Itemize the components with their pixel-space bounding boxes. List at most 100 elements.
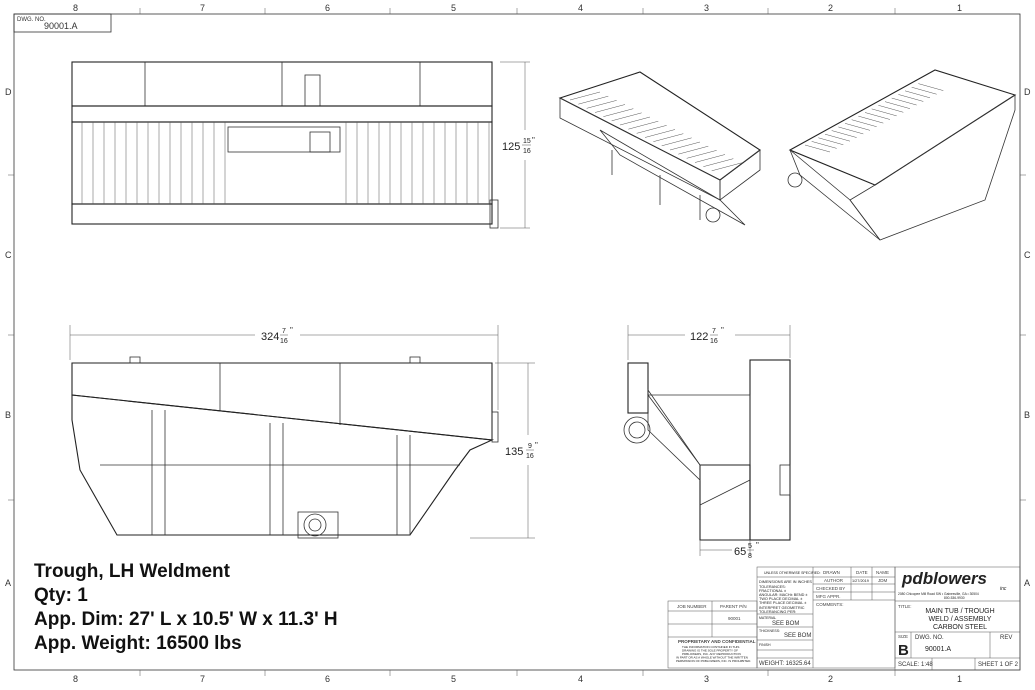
svg-text:TOLERANCES:: TOLERANCES:: [759, 585, 786, 589]
svg-text:TOLERANCING PER:: TOLERANCING PER:: [759, 610, 796, 614]
drawing-line: [653, 133, 684, 142]
svg-text:UNLESS OTHERWISE SPECIFIED:: UNLESS OTHERWISE SPECIFIED:: [764, 571, 821, 575]
svg-text:2: 2: [828, 674, 833, 684]
svg-text:CHECKED BY: CHECKED BY: [816, 586, 845, 591]
svg-text:125: 125: [502, 141, 520, 153]
svg-text:DATE: DATE: [856, 570, 868, 575]
svg-text:DWG. NO.: DWG. NO.: [915, 635, 944, 641]
svg-text:DIMENSIONS ARE IN INCHES: DIMENSIONS ARE IN INCHES: [759, 580, 812, 584]
svg-text:B: B: [1024, 410, 1030, 420]
svg-text:16: 16: [523, 148, 531, 155]
svg-text:JOB NUMBER: JOB NUMBER: [677, 604, 707, 609]
svg-text:MAIN TUB / TROUGH: MAIN TUB / TROUGH: [925, 608, 994, 615]
drawing-line: [686, 150, 717, 159]
drawing-line: [694, 154, 726, 163]
drawing-line: [569, 91, 601, 101]
svg-text:C: C: [1024, 250, 1031, 260]
svg-text:": ": [290, 326, 293, 335]
drawing-line: [824, 133, 851, 142]
svg-text:65: 65: [734, 546, 746, 558]
svg-text:3: 3: [704, 3, 709, 13]
svg-text:3: 3: [704, 674, 709, 684]
svg-text:PERMISSION OF PDBLOWERS, INC.: PERMISSION OF PDBLOWERS, INC. IS PROHIBI…: [676, 659, 751, 663]
svg-text:90001: 90001: [728, 616, 741, 621]
svg-text:": ": [535, 441, 538, 450]
svg-text:8: 8: [73, 674, 78, 684]
dim-side-length: 324 7 16 ": [69, 325, 499, 410]
isometric-view-2: [787, 69, 1017, 241]
svg-text:1/27/2019: 1/27/2019: [852, 579, 869, 583]
svg-text:122: 122: [690, 331, 708, 343]
svg-text:7: 7: [200, 3, 205, 13]
svg-text:": ": [756, 541, 759, 550]
drawing-line: [891, 97, 917, 106]
drawing-line: [628, 120, 659, 130]
drawing-line: [619, 116, 651, 126]
svg-text:B: B: [5, 410, 11, 420]
svg-text:A: A: [5, 578, 11, 588]
svg-text:4: 4: [578, 3, 583, 13]
drawing-line: [818, 137, 844, 146]
drawing-line: [904, 90, 931, 99]
svg-text:324: 324: [261, 331, 279, 343]
svg-text:SCALE: 1:48: SCALE: 1:48: [898, 662, 933, 668]
svg-text:800-536-9930: 800-536-9930: [944, 596, 965, 600]
svg-text:TITLE:: TITLE:: [898, 604, 912, 609]
corner-dwg-box: [13, 13, 112, 33]
drawing-line: [911, 86, 937, 95]
svg-text:COMMENTS:: COMMENTS:: [816, 602, 844, 607]
svg-text:MFG APPR.: MFG APPR.: [816, 594, 841, 599]
svg-text:THICKNESS:: THICKNESS:: [759, 629, 780, 633]
svg-text:DRAWN: DRAWN: [823, 570, 840, 575]
svg-text:8: 8: [748, 553, 752, 560]
svg-text:inc: inc: [1000, 586, 1007, 592]
svg-text:FRACTIONAL ±: FRACTIONAL ±: [759, 589, 786, 593]
svg-text:7: 7: [200, 674, 205, 684]
svg-text:16: 16: [710, 338, 718, 345]
svg-text:D: D: [1024, 87, 1031, 97]
svg-text:THREE PLACE DECIMAL ±: THREE PLACE DECIMAL ±: [759, 601, 806, 605]
svg-text:16: 16: [526, 453, 534, 460]
dim-side-height: 135 9 16 ": [470, 362, 538, 539]
svg-text:2: 2: [828, 3, 833, 13]
svg-text:16: 16: [280, 338, 288, 345]
corner-dwg-number: 90001.A: [44, 21, 78, 31]
part-name: Trough, LH Weldment: [34, 561, 230, 582]
svg-text:ANGULAR: MACH± BEND ±: ANGULAR: MACH± BEND ±: [759, 593, 807, 597]
drawing-line: [603, 108, 634, 117]
drawing-line: [858, 115, 884, 124]
svg-text:135: 135: [505, 446, 523, 458]
dim-front-height: 125 15 16 ": [500, 61, 535, 229]
svg-text:IN PART OR AS A WHOLE WITHOUT: IN PART OR AS A WHOLE WITHOUT THE WRITTE…: [676, 656, 748, 660]
corner-dwg-label: DWG. NO.: [17, 17, 46, 23]
drawing-line: [884, 101, 911, 109]
svg-text:SEE BOM: SEE BOM: [784, 633, 811, 639]
svg-text:1: 1: [957, 3, 962, 13]
dim-end-base: 65 5 8 ": [699, 540, 759, 560]
svg-text:2080 Chicopee Mill Road SW • G: 2080 Chicopee Mill Road SW • Gainesville…: [898, 592, 979, 596]
drawing-line: [678, 145, 709, 155]
svg-text:PARENT P/N: PARENT P/N: [720, 604, 747, 609]
svg-text:5: 5: [451, 674, 456, 684]
drawing-line: [864, 112, 891, 120]
drawing-line: [838, 126, 864, 135]
drawing-line: [644, 129, 676, 138]
svg-text:7: 7: [282, 328, 286, 335]
svg-text:8: 8: [73, 3, 78, 13]
drawing-line: [703, 158, 734, 167]
svg-text:C: C: [5, 250, 12, 260]
drawing-line: [851, 119, 877, 127]
drawing-line: [831, 130, 857, 138]
svg-text:CARBON STEEL: CARBON STEEL: [933, 624, 987, 631]
drawing-line: [804, 144, 831, 153]
svg-text:JDM: JDM: [878, 578, 887, 583]
svg-text:DRAWING IS THE SOLE PROPERTY O: DRAWING IS THE SOLE PROPERTY OF: [682, 649, 738, 653]
isometric-view-1: [558, 71, 761, 226]
svg-text:SEE BOM: SEE BOM: [772, 621, 799, 627]
svg-text:INTERPRET GEOMETRIC: INTERPRET GEOMETRIC: [759, 606, 805, 610]
part-notes: Trough, LH Weldment Qty: 1 App. Dim: 27'…: [34, 560, 338, 656]
side-view: [71, 356, 499, 539]
svg-text:MATERIAL: MATERIAL: [759, 616, 776, 620]
